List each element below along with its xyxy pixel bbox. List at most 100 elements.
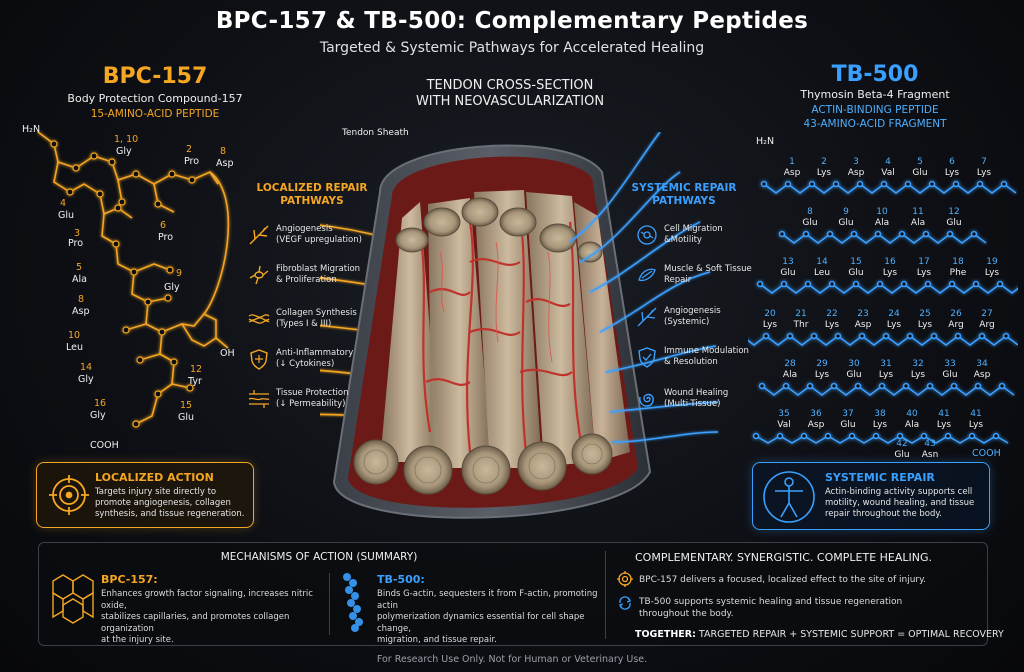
tb-nh2-label: H₂N — [756, 136, 774, 147]
tb-residue-name: Lys — [763, 320, 778, 330]
bpc-atom-node — [188, 176, 196, 184]
page-title: BPC-157 & TB-500: Complementary Peptides — [215, 8, 809, 34]
shield-icon — [250, 349, 268, 370]
tb-residue-name: Lys — [817, 168, 832, 178]
pathway-line: Angiogenesis — [664, 306, 721, 316]
bpc-molecule-diagram: H₂N 1, 10 Gly 2 Pro 8 Asp 4 Glu 3 Pro 6 … — [22, 124, 235, 451]
tb-chain-segment — [781, 233, 987, 244]
systemic-pathways-heading-line-1: SYSTEMIC REPAIR — [631, 182, 737, 194]
tb-atom-node — [1000, 180, 1008, 188]
tb-residue-number: 30 — [848, 359, 860, 369]
systemic-pathway-cell-migration: Cell Migration&Motility — [636, 224, 723, 246]
tb-atom-node — [782, 382, 790, 390]
tb-molecule-diagram: 1Asp2Lys3Asp4Val5Glu6Lys7Lys8Glu9Glu10Al… — [748, 136, 1018, 460]
pathway-line: (↓ Permeability) — [276, 399, 346, 409]
fiber-ends-bottom — [353, 433, 613, 495]
bpc-residue-name: Leu — [66, 342, 83, 353]
tb-residue-name: Ala — [911, 218, 925, 228]
summary-bpc-title: BPC-157: — [101, 573, 158, 586]
systemic-repair-box: SYSTEMIC REPAIR Actin-binding activity s… — [752, 462, 990, 530]
tb-residue-name: Lys — [879, 370, 894, 380]
bpc-residue-name: Pro — [68, 238, 83, 249]
tb-atom-node — [976, 180, 984, 188]
tb-atom-node — [968, 432, 976, 440]
box-line: repair throughout the body. — [825, 509, 942, 519]
localized-action-box: LOCALIZED ACTION Targets injury site dir… — [36, 462, 254, 528]
bpc-atom-node — [164, 294, 172, 302]
tb-residue-number: 41 — [970, 409, 981, 419]
pathway-line: Muscle & Soft Tissue — [664, 264, 752, 274]
tb-residue-name: Glu — [946, 218, 961, 228]
tb-atom-node — [778, 230, 786, 238]
tb-atom-node — [950, 382, 958, 390]
tb-residue-number: 16 — [884, 257, 896, 267]
tb-atom-node — [904, 180, 912, 188]
tendon-sheath-label: Tendon Sheath — [342, 128, 409, 138]
tb-residue-name: Glu — [846, 370, 861, 380]
tb-atom-node — [784, 180, 792, 188]
tb-chain-segment — [755, 435, 1009, 444]
tb-chain-segment — [763, 183, 1017, 194]
tb-residue-number: 26 — [950, 309, 962, 319]
shield-icon — [638, 347, 656, 368]
tb-residue-name: Asp — [784, 168, 801, 178]
bpc-residue-name: Glu — [58, 210, 74, 221]
bpc-residue-number: 10 — [68, 330, 80, 341]
tb-residue-name: Val — [881, 168, 894, 178]
tb-residue-number: 18 — [952, 257, 964, 267]
pathway-line: Fibroblast Migration — [276, 264, 361, 274]
tb-residue-name: Glu — [780, 268, 795, 278]
bpc-atom-node — [168, 170, 176, 178]
tb-atom-node — [758, 382, 766, 390]
tb-residue-name: Ala — [783, 370, 797, 380]
tb-residue-name: Arg — [979, 320, 994, 330]
tissue-icon — [248, 390, 270, 408]
tb-atom-node — [930, 332, 938, 340]
local-pathway-anti-inflammatory: Anti-Inflammatory(↓ Cytokines) — [248, 348, 353, 370]
bpc-residue-number: 8 — [220, 146, 226, 157]
bpc-cooh-label: COOH — [90, 440, 119, 451]
tendon-illustration — [320, 132, 719, 519]
pathway-line: Cell Migration — [664, 224, 723, 234]
tb-atom-node — [882, 332, 890, 340]
tb-atom-node — [762, 332, 770, 340]
summary-line: Enhances growth factor signaling, increa… — [101, 589, 313, 611]
collagen-icon — [248, 314, 270, 324]
tb-residue-number: 12 — [948, 207, 959, 217]
tb-kind: ACTIN-BINDING PEPTIDE — [811, 104, 939, 116]
tb-residue-name: Lys — [918, 320, 933, 330]
center-heading-line-1: TENDON CROSS-SECTION — [426, 78, 594, 93]
bpc-residue-name: Gly — [164, 282, 180, 293]
bpc-residue-name: Gly — [78, 374, 94, 385]
center-heading-line-2: WITH NEOVASCULARIZATION — [415, 94, 605, 109]
tb-residue-number: 15 — [850, 257, 861, 267]
systemic-pathways-heading: SYSTEMIC REPAIR PATHWAYS — [628, 182, 740, 208]
tb-residue-name: Lys — [911, 370, 926, 380]
tb-atom-node — [948, 280, 956, 288]
box-line: promote angiogenesis, collagen — [95, 498, 231, 508]
summary-line: TB-500 supports systemic healing and tis… — [639, 597, 903, 607]
bpc-residue-name: Asp — [216, 158, 233, 169]
bpc-residue-name: Asp — [72, 306, 89, 317]
summary-divider — [605, 551, 606, 639]
tb-residue-name: Lys — [917, 268, 932, 278]
bpc-atom-node — [122, 326, 130, 334]
tb-residue-number: 43 — [924, 439, 935, 449]
summary-tb-title: TB-500: — [377, 573, 425, 586]
tb-full-name: Thymosin Beta-4 Fragment — [800, 88, 950, 101]
pathway-line: (Multi-Tissue) — [664, 399, 721, 409]
tb-residue-number: 41 — [938, 409, 949, 419]
pathway-line: (↓ Cytokines) — [276, 359, 335, 369]
bpc-atom-node — [170, 358, 178, 366]
bpc-residue-number: 3 — [74, 228, 80, 239]
tb-residue-name: Glu — [894, 450, 909, 460]
systemic-pathway-angiogenesis: Angiogenesis(Systemic) — [636, 306, 721, 328]
tb-atom-node — [832, 180, 840, 188]
bpc-residue-name: Pro — [158, 232, 173, 243]
tb-atom-node — [900, 280, 908, 288]
tb-residue-number: 38 — [874, 409, 886, 419]
localized-action-text: Targets injury site directly to promote … — [95, 487, 251, 520]
pathway-line: & Resolution — [664, 357, 718, 367]
bpc-atom-node — [186, 384, 194, 392]
pathway-line: Wound Healing — [664, 388, 729, 398]
